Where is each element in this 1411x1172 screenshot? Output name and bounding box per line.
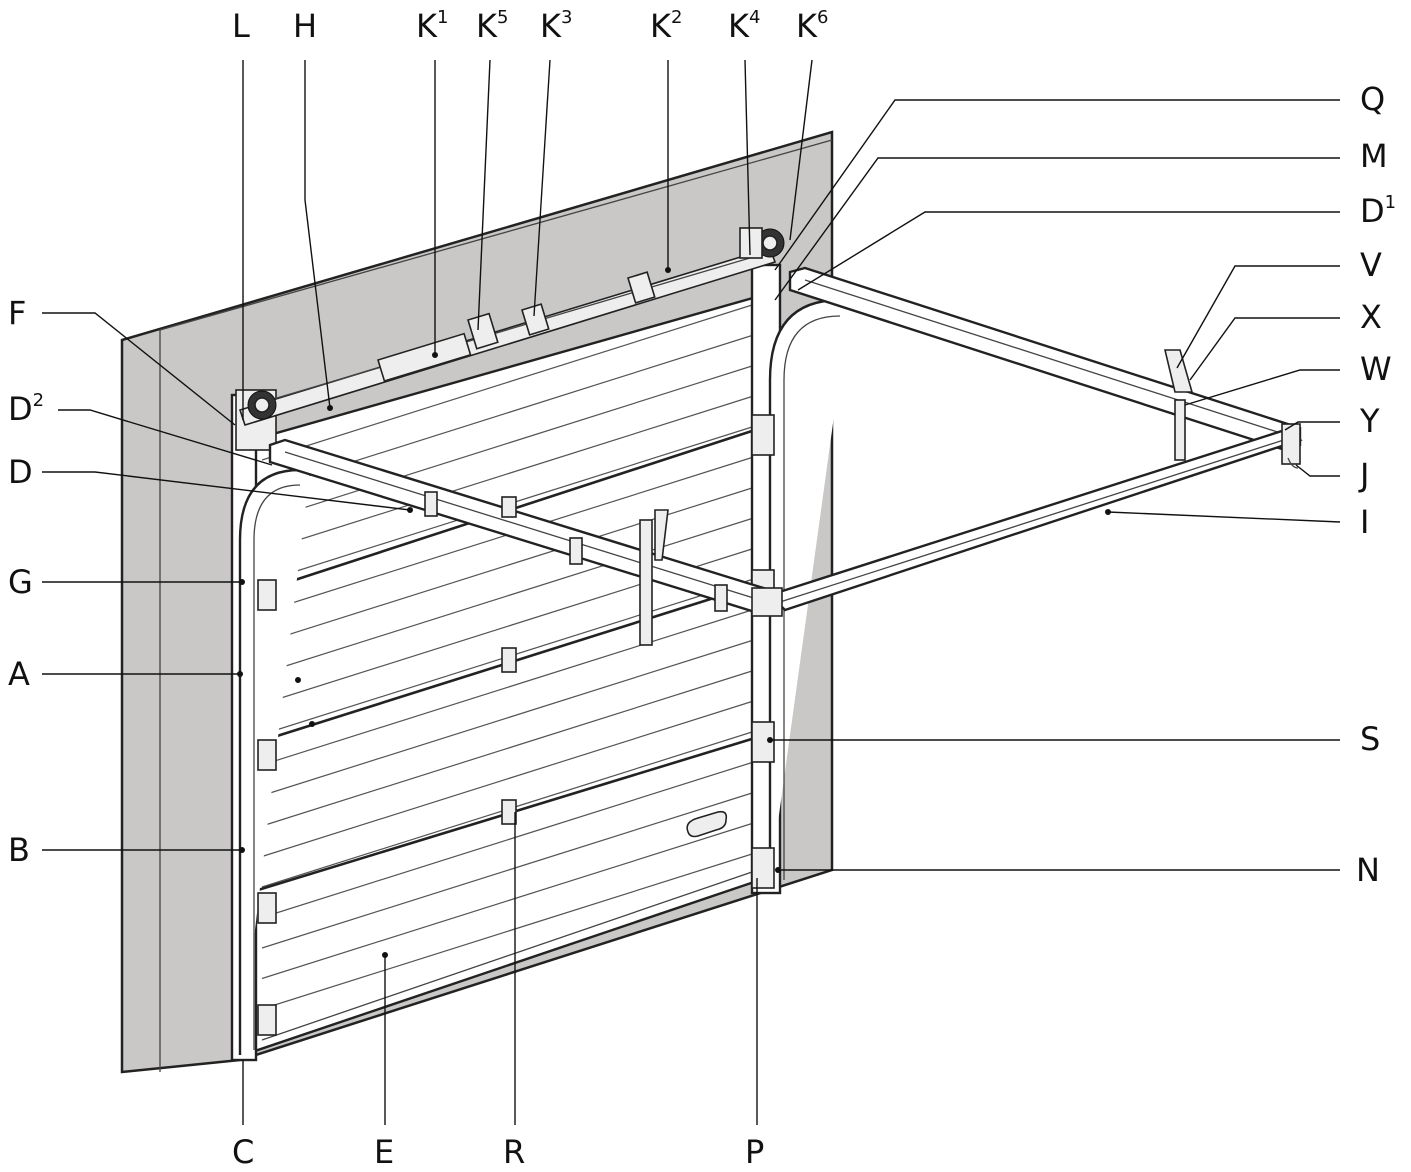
label-K4: K4 xyxy=(728,7,761,45)
label-J: J xyxy=(1360,456,1370,494)
panel-groove xyxy=(261,792,753,949)
label-X: X xyxy=(1360,298,1382,336)
label-K2: K2 xyxy=(650,7,683,45)
track-hangers xyxy=(639,349,1194,646)
label-K1: K1 xyxy=(416,7,449,45)
label-P: P xyxy=(745,1133,765,1171)
panel-groove xyxy=(261,853,753,1010)
panel-groove xyxy=(261,304,753,461)
panel-groove xyxy=(261,639,753,797)
torsion-shaft xyxy=(238,227,785,426)
label-S: S xyxy=(1360,720,1381,758)
label-B: B xyxy=(8,831,30,869)
center-brackets xyxy=(424,491,728,825)
label-C: C xyxy=(232,1133,255,1171)
label-K5: K5 xyxy=(476,7,509,45)
leader-lines xyxy=(42,59,1341,1125)
panel-groove xyxy=(261,365,753,522)
label-M: M xyxy=(1360,137,1388,175)
label-H: H xyxy=(293,7,318,45)
label-D: D xyxy=(8,453,33,491)
label-A: A xyxy=(8,655,30,693)
label-W: W xyxy=(1360,350,1392,388)
panel-groove xyxy=(261,822,753,980)
label-Y: Y xyxy=(1360,402,1380,440)
label-E: E xyxy=(374,1133,395,1171)
panel-groove xyxy=(261,395,753,553)
label-G: G xyxy=(8,563,33,601)
door-handle xyxy=(686,810,728,838)
label-D2: D2 xyxy=(8,390,45,428)
label-Q: Q xyxy=(1360,80,1386,118)
label-F: F xyxy=(8,294,27,332)
panel-groove xyxy=(261,700,753,858)
panel-groove xyxy=(261,761,753,919)
panel-groove xyxy=(261,609,753,766)
label-K6: K6 xyxy=(796,7,829,45)
label-D1: D1 xyxy=(1360,192,1397,230)
label-I: I xyxy=(1360,503,1370,541)
panel-groove xyxy=(261,487,753,644)
panel-groove xyxy=(261,517,753,675)
label-L: L xyxy=(232,7,250,45)
label-V: V xyxy=(1360,246,1382,284)
label-K3: K3 xyxy=(540,7,573,45)
leader-dots xyxy=(237,267,1111,958)
panel-groove xyxy=(261,670,753,827)
label-N: N xyxy=(1356,851,1380,889)
left-vertical-track xyxy=(230,389,310,1062)
label-R: R xyxy=(503,1133,526,1171)
